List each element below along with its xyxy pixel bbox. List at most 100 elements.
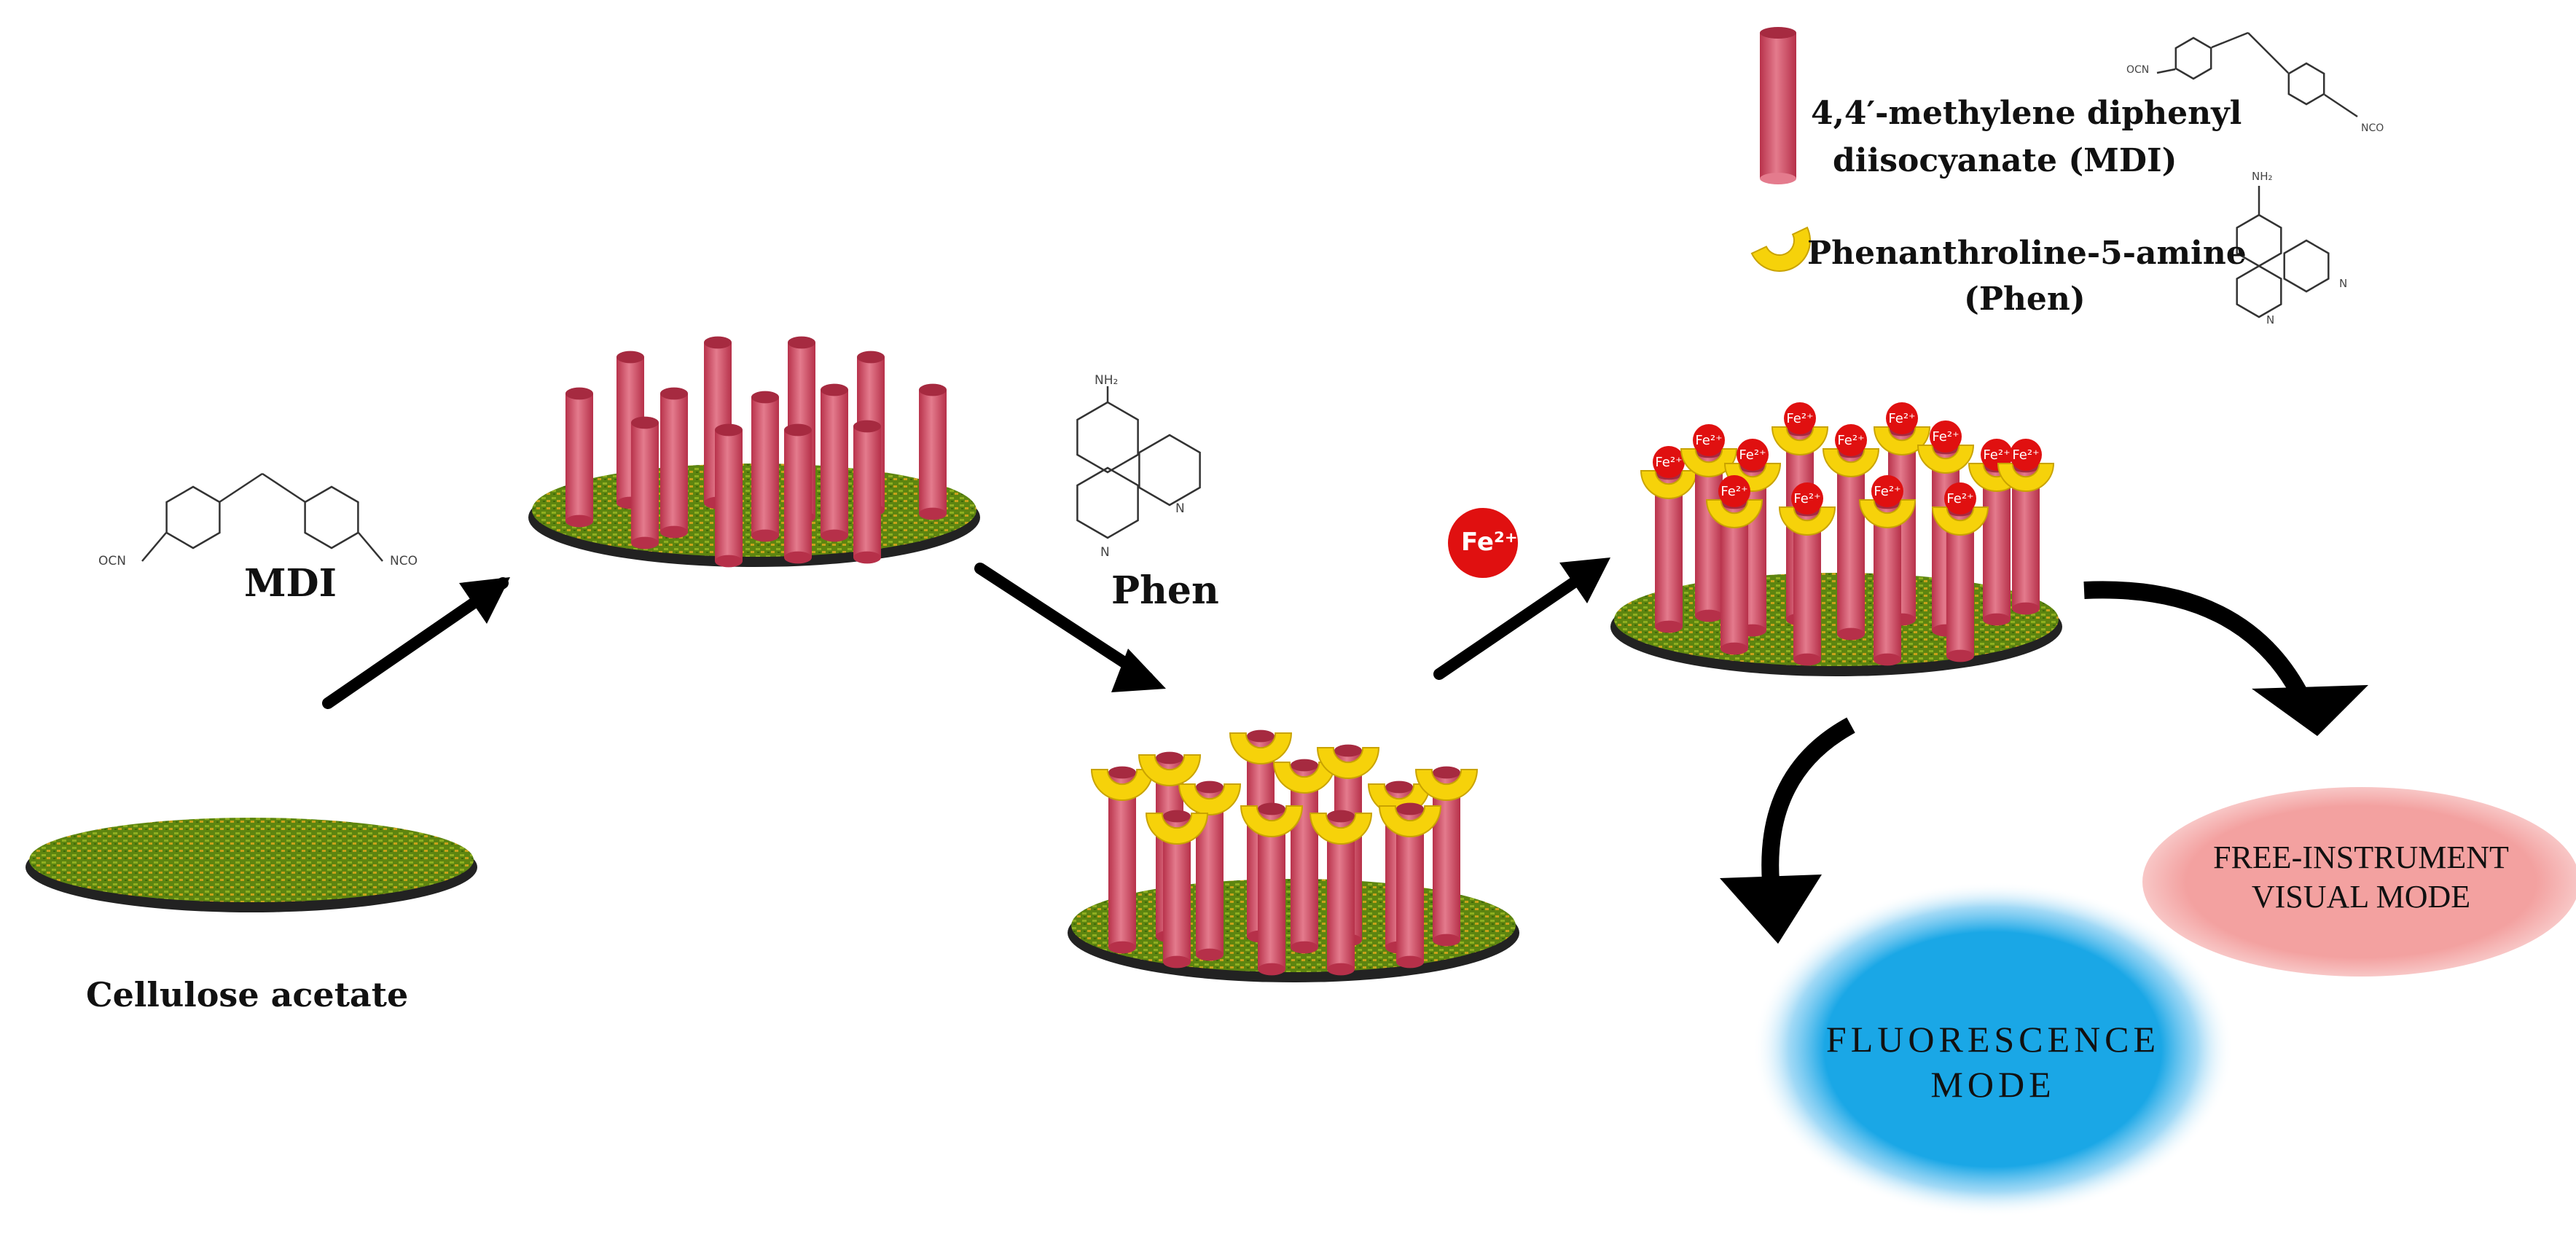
svg-text:Fe²⁺: Fe²⁺	[1946, 491, 1973, 506]
phen-cup	[1771, 426, 1829, 455]
fluorescence-mode-glow	[1753, 882, 2234, 1217]
rod	[715, 423, 743, 568]
curved-arrow-fluor-head	[1720, 875, 1822, 944]
fe-bound-dot: Fe²⁺	[1718, 475, 1750, 507]
bond	[2211, 31, 2249, 49]
cellulose-label: Cellulose acetate	[86, 975, 409, 1014]
svg-text:Fe²⁺: Fe²⁺	[1888, 411, 1915, 426]
svg-text:Fe²⁺: Fe²⁺	[1874, 484, 1900, 499]
legend-phen-line2: (Phen)	[1964, 281, 2086, 318]
bond	[358, 532, 383, 562]
phen-cup	[1414, 769, 1479, 801]
fe-rods: Fe²⁺Fe²⁺Fe²⁺Fe²⁺Fe²⁺Fe²⁺Fe²⁺Fe²⁺Fe²⁺Fe²⁺…	[1640, 402, 2055, 666]
arrow-to-fe	[1433, 564, 1598, 680]
benzene-ring	[1138, 434, 1201, 506]
cellulose-membrane	[26, 818, 477, 912]
arrow-head-fe	[1559, 557, 1610, 603]
phen-cup	[1778, 506, 1836, 536]
svg-text:Fe²⁺: Fe²⁺	[1793, 491, 1820, 506]
rod	[565, 387, 593, 528]
fe-ion-label: Fe²⁺	[1461, 528, 1518, 557]
arrow-head-phen	[1111, 649, 1166, 692]
phen-cup	[1997, 463, 2055, 492]
mdi-ocn-text: OCN	[98, 554, 126, 568]
arrow-head-mdi	[459, 577, 510, 624]
svg-text:Fe²⁺: Fe²⁺	[1695, 433, 1722, 448]
fluorescence-mode-text: FLUORESCENCE MODE	[1774, 1017, 2212, 1107]
svg-text:Fe²⁺: Fe²⁺	[1655, 455, 1682, 470]
svg-text:Fe²⁺: Fe²⁺	[1932, 429, 1959, 445]
visual-mode-oval	[2142, 787, 2576, 977]
phen-cup	[1680, 448, 1738, 477]
fe-bound-dot: Fe²⁺	[1693, 424, 1725, 456]
rod	[631, 416, 659, 549]
phen-cup	[1240, 805, 1304, 837]
fe-bound-dot: Fe²⁺	[1737, 439, 1769, 471]
phen-n1-text: N	[1175, 501, 1185, 516]
fe-bound-dot: Fe²⁺	[1871, 475, 1903, 507]
rod	[821, 383, 848, 542]
phen-cup	[1316, 747, 1380, 779]
phen-cup	[1917, 445, 1975, 474]
phen-rods	[1090, 729, 1479, 976]
fe-bound-dot: Fe²⁺	[1653, 446, 1685, 478]
fe-bound-dot: Fe²⁺	[1784, 402, 1816, 434]
benzene-ring	[2174, 36, 2212, 80]
svg-text:Fe²⁺: Fe²⁺	[1739, 447, 1766, 463]
fe-bound-dot: Fe²⁺	[1835, 424, 1867, 456]
fluorescence-mode-line1: FLUORESCENCE	[1825, 1019, 2161, 1060]
phen-cup	[1378, 805, 1442, 837]
mdi-label: MDI	[244, 561, 337, 606]
legend-mdi-line1: 4,4′-methylene diphenyl	[1811, 95, 2242, 132]
benzene-ring	[2283, 239, 2330, 293]
phen-cup	[1145, 813, 1209, 845]
bond	[2324, 93, 2358, 118]
rod	[1837, 445, 1865, 641]
arrow-to-phen	[974, 563, 1154, 684]
chem-structures	[141, 31, 2358, 562]
legend-rod-icon	[1760, 27, 1796, 184]
bond	[2247, 32, 2289, 74]
phen-cup	[1138, 754, 1202, 786]
bond	[141, 532, 167, 562]
mdi-nco-text: NCO	[390, 554, 418, 568]
fe-bound-dot: Fe²⁺	[1944, 482, 1976, 515]
rod	[1874, 496, 1901, 666]
phen-cup	[1309, 813, 1373, 845]
rod	[1108, 766, 1136, 954]
visual-mode-text: FREE-INSTRUMENT VISUAL MODE	[2150, 838, 2572, 917]
fe-bound-dot: Fe²⁺	[1930, 420, 1962, 453]
phen-nh2-text: NH₂	[1095, 373, 1119, 388]
bond	[219, 472, 263, 504]
benzene-ring	[1076, 466, 1139, 539]
legend-ocn-text: OCN	[2126, 64, 2150, 76]
phen-cup	[1229, 732, 1293, 764]
phen-cup	[1178, 783, 1242, 815]
fluorescence-mode-line2: MODE	[1930, 1064, 2056, 1105]
phen-cup	[1858, 499, 1917, 528]
legend-mdi-line2: diisocyanate (MDI)	[1833, 142, 2177, 179]
rod	[704, 336, 732, 509]
rod	[1695, 445, 1723, 622]
rod	[919, 383, 947, 520]
benzene-ring	[304, 485, 359, 549]
svg-text:Fe²⁺: Fe²⁺	[1837, 433, 1864, 448]
curved-arrow-visual-head	[2252, 685, 2368, 736]
phen-cup	[1705, 499, 1763, 528]
legend-phen-line1: Phenanthroline-5-amine	[1807, 235, 2247, 272]
benzene-ring	[2236, 265, 2282, 318]
phen-cup	[1873, 426, 1931, 455]
curved-arrow-visual	[2083, 581, 2311, 704]
phen-label: Phen	[1111, 568, 1219, 613]
benzene-ring	[165, 485, 221, 549]
fe-bound-dot: Fe²⁺	[2010, 439, 2042, 471]
curved-arrow-fluor	[1761, 717, 1855, 883]
visual-mode-line2: VISUAL MODE	[2251, 879, 2471, 915]
benzene-ring	[1076, 401, 1139, 474]
legend-n2-text: N	[2266, 313, 2275, 326]
mdi-rods	[565, 336, 947, 568]
legend-nh2-text: NH₂	[2252, 170, 2273, 183]
svg-text:Fe²⁺: Fe²⁺	[1983, 447, 2010, 463]
